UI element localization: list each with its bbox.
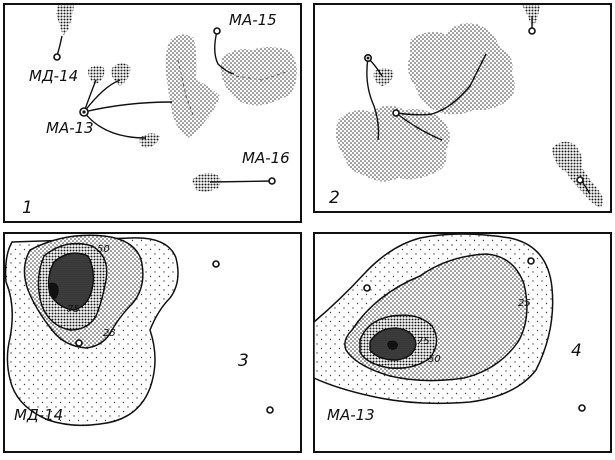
contour-75 <box>47 252 95 311</box>
station-se <box>266 406 274 414</box>
station-ma15 <box>213 27 221 35</box>
patch-small-c <box>139 133 160 148</box>
patch-small-b <box>111 63 131 86</box>
panel-2-frame <box>313 3 612 213</box>
panel-4-number: 4 <box>571 341 582 361</box>
station-ma13-dot <box>82 110 86 114</box>
label-ma16: МА-16 <box>242 149 290 167</box>
station-se <box>578 404 586 412</box>
label-md14: МД-14 <box>29 67 78 85</box>
contour-label-25: 25 <box>518 298 531 309</box>
patch-top-right <box>522 5 540 26</box>
station-b <box>392 109 400 117</box>
tracks-panel-2 <box>366 16 591 195</box>
contour-label-25: 25 <box>103 328 116 339</box>
patch-right <box>220 47 297 106</box>
patch-large-lower <box>336 105 450 182</box>
label-ma13: МА-13 <box>46 119 94 137</box>
stations-panel-1 <box>53 27 276 185</box>
station-md14 <box>53 53 61 61</box>
stations-panel-3 <box>75 260 274 414</box>
tracks-panel-1 <box>56 30 273 183</box>
panel-2-number: 2 <box>329 188 340 208</box>
patch-right-edge <box>552 141 603 208</box>
stations-panel-2 <box>392 27 584 184</box>
patch-center-inner <box>177 59 195 119</box>
core <box>48 282 59 300</box>
panel-4-name: МА-13 <box>327 406 375 424</box>
contour-label-50: 50 <box>428 354 441 365</box>
station-a <box>528 27 536 35</box>
label-ma15: МА-15 <box>229 11 277 29</box>
patch-top-left <box>56 5 74 36</box>
patch-small-left <box>373 68 394 86</box>
station-ne <box>527 257 535 265</box>
panel-2: 2 <box>313 3 612 213</box>
station-c <box>576 176 584 184</box>
contour-label-75: 75 <box>417 336 430 347</box>
station-md14-home <box>75 339 83 347</box>
patch-center <box>165 34 220 138</box>
station-d-dot <box>366 56 370 60</box>
patch-right-inner <box>235 71 287 81</box>
patch-small-a <box>88 65 105 84</box>
panel-3: 75 50 25 3 МД-14 <box>3 232 302 453</box>
station-ma16 <box>268 177 276 185</box>
contour-label-75: 75 <box>67 304 80 315</box>
panel-3-number: 3 <box>238 351 249 371</box>
patch-bottom <box>192 172 221 192</box>
panel-4: 75 50 25 4 МА-13 <box>313 232 612 453</box>
panel-3-name: МД-14 <box>14 406 63 424</box>
panel-1-number: 1 <box>22 198 33 218</box>
panel-1: МД-14 МА-13 МА-15 МА-16 1 <box>3 3 302 223</box>
station-ne <box>212 260 220 268</box>
contour-label-50: 50 <box>97 244 110 255</box>
stations-panel-4 <box>363 257 586 412</box>
panel-3-frame <box>3 232 302 453</box>
patch-large-upper <box>408 23 515 115</box>
core <box>387 340 398 350</box>
panel-1-frame <box>3 3 302 223</box>
station-nw <box>363 284 371 292</box>
